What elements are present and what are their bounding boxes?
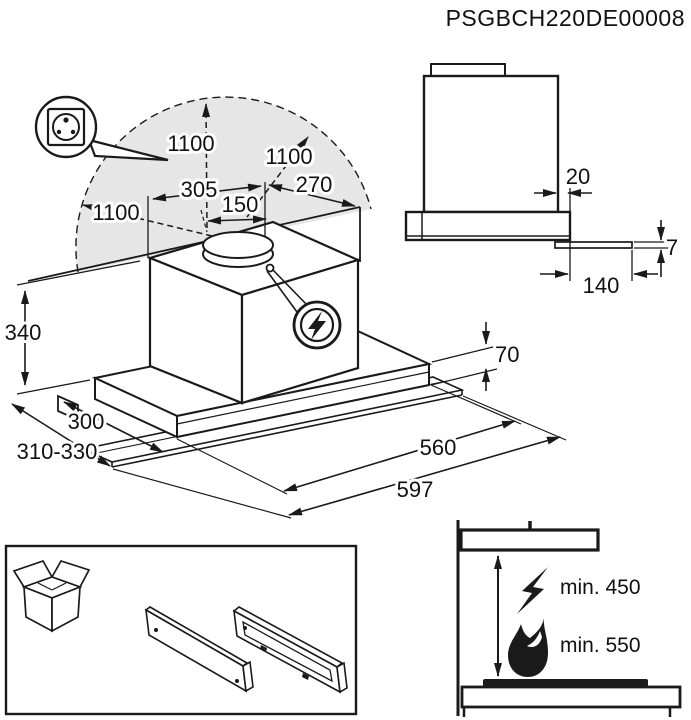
power-connection-callout	[265, 263, 342, 350]
radius-label-top: 1100	[167, 131, 214, 156]
dim-visor-thickness: 7	[634, 220, 681, 277]
svg-text:305: 305	[181, 177, 218, 202]
dim-duct-to-left: 305	[147, 174, 266, 258]
power-socket-icon	[34, 95, 169, 162]
dim-rear-overhang: 20	[534, 161, 593, 212]
lightning-circle-icon	[292, 300, 342, 350]
dim-body-height: 340	[2, 260, 141, 395]
accessories-box	[4, 544, 358, 716]
svg-text:560: 560	[420, 435, 457, 460]
flame-icon	[508, 618, 548, 677]
svg-text:7: 7	[666, 235, 678, 260]
dim-duct-to-right: 270	[268, 169, 356, 207]
hob-surface	[483, 679, 648, 687]
dim-visor-extension: 140	[540, 240, 658, 301]
duct-outlet	[202, 231, 274, 268]
svg-text:300: 300	[68, 409, 105, 434]
svg-text:340: 340	[5, 320, 42, 345]
electric-clearance-label: min. 450	[560, 576, 641, 599]
svg-text:20: 20	[566, 164, 590, 189]
side-view: 20 7 140	[404, 63, 681, 301]
svg-text:310-330: 310-330	[17, 439, 98, 464]
radius-label-right: 1100	[265, 144, 312, 169]
dim-duct-diameter: 150	[200, 189, 267, 233]
svg-text:140: 140	[583, 273, 620, 298]
radius-label-left: 1100	[92, 200, 139, 225]
svg-text:597: 597	[397, 477, 434, 502]
clearance-diagram: min. 450 min. 550	[456, 520, 682, 717]
main-isometric-view: 1100 1100 1100	[2, 95, 567, 519]
open-box-icon	[12, 559, 91, 633]
radius-annotations: 1100 1100 1100	[82, 103, 316, 237]
dim-lower-height: 70	[430, 322, 522, 391]
gas-clearance-label: min. 550	[560, 634, 641, 657]
svg-text:270: 270	[296, 172, 333, 197]
counter	[460, 685, 682, 709]
visor-side	[554, 241, 633, 249]
svg-text:150: 150	[222, 192, 259, 217]
lightning-bolt-icon	[517, 567, 548, 614]
front-rail-part	[144, 606, 254, 693]
hood-cross-section	[459, 528, 600, 552]
product-code: PSGBCH220DE00008	[446, 5, 685, 31]
dim-mount-depth: 310-330	[11, 403, 111, 467]
dim-visor-width: 597	[112, 395, 567, 519]
mounting-frame-part	[232, 606, 348, 694]
svg-text:70: 70	[495, 342, 519, 367]
